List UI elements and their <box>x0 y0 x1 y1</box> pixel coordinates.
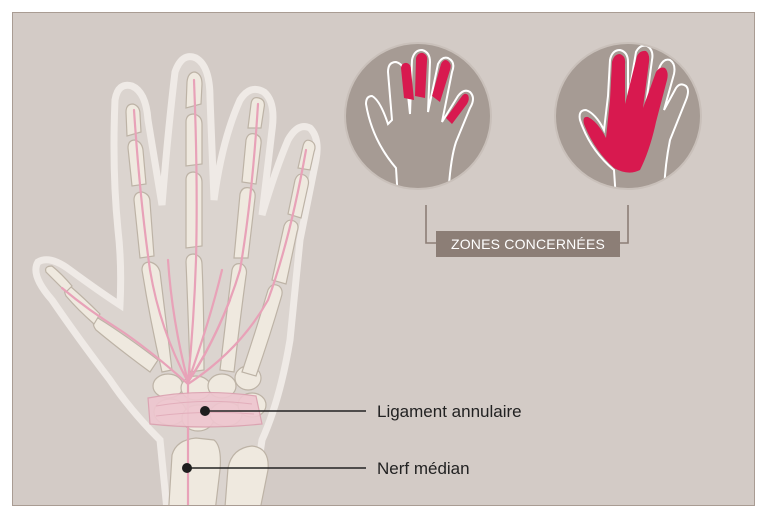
ligament-label: Ligament annulaire <box>377 402 522 421</box>
nerve-label: Nerf médian <box>377 459 470 478</box>
nerve-marker <box>182 463 192 473</box>
zones-badge: ZONES CONCERNÉES <box>436 231 620 257</box>
ligament-marker <box>200 406 210 416</box>
zones-label: ZONES CONCERNÉES <box>451 236 605 252</box>
